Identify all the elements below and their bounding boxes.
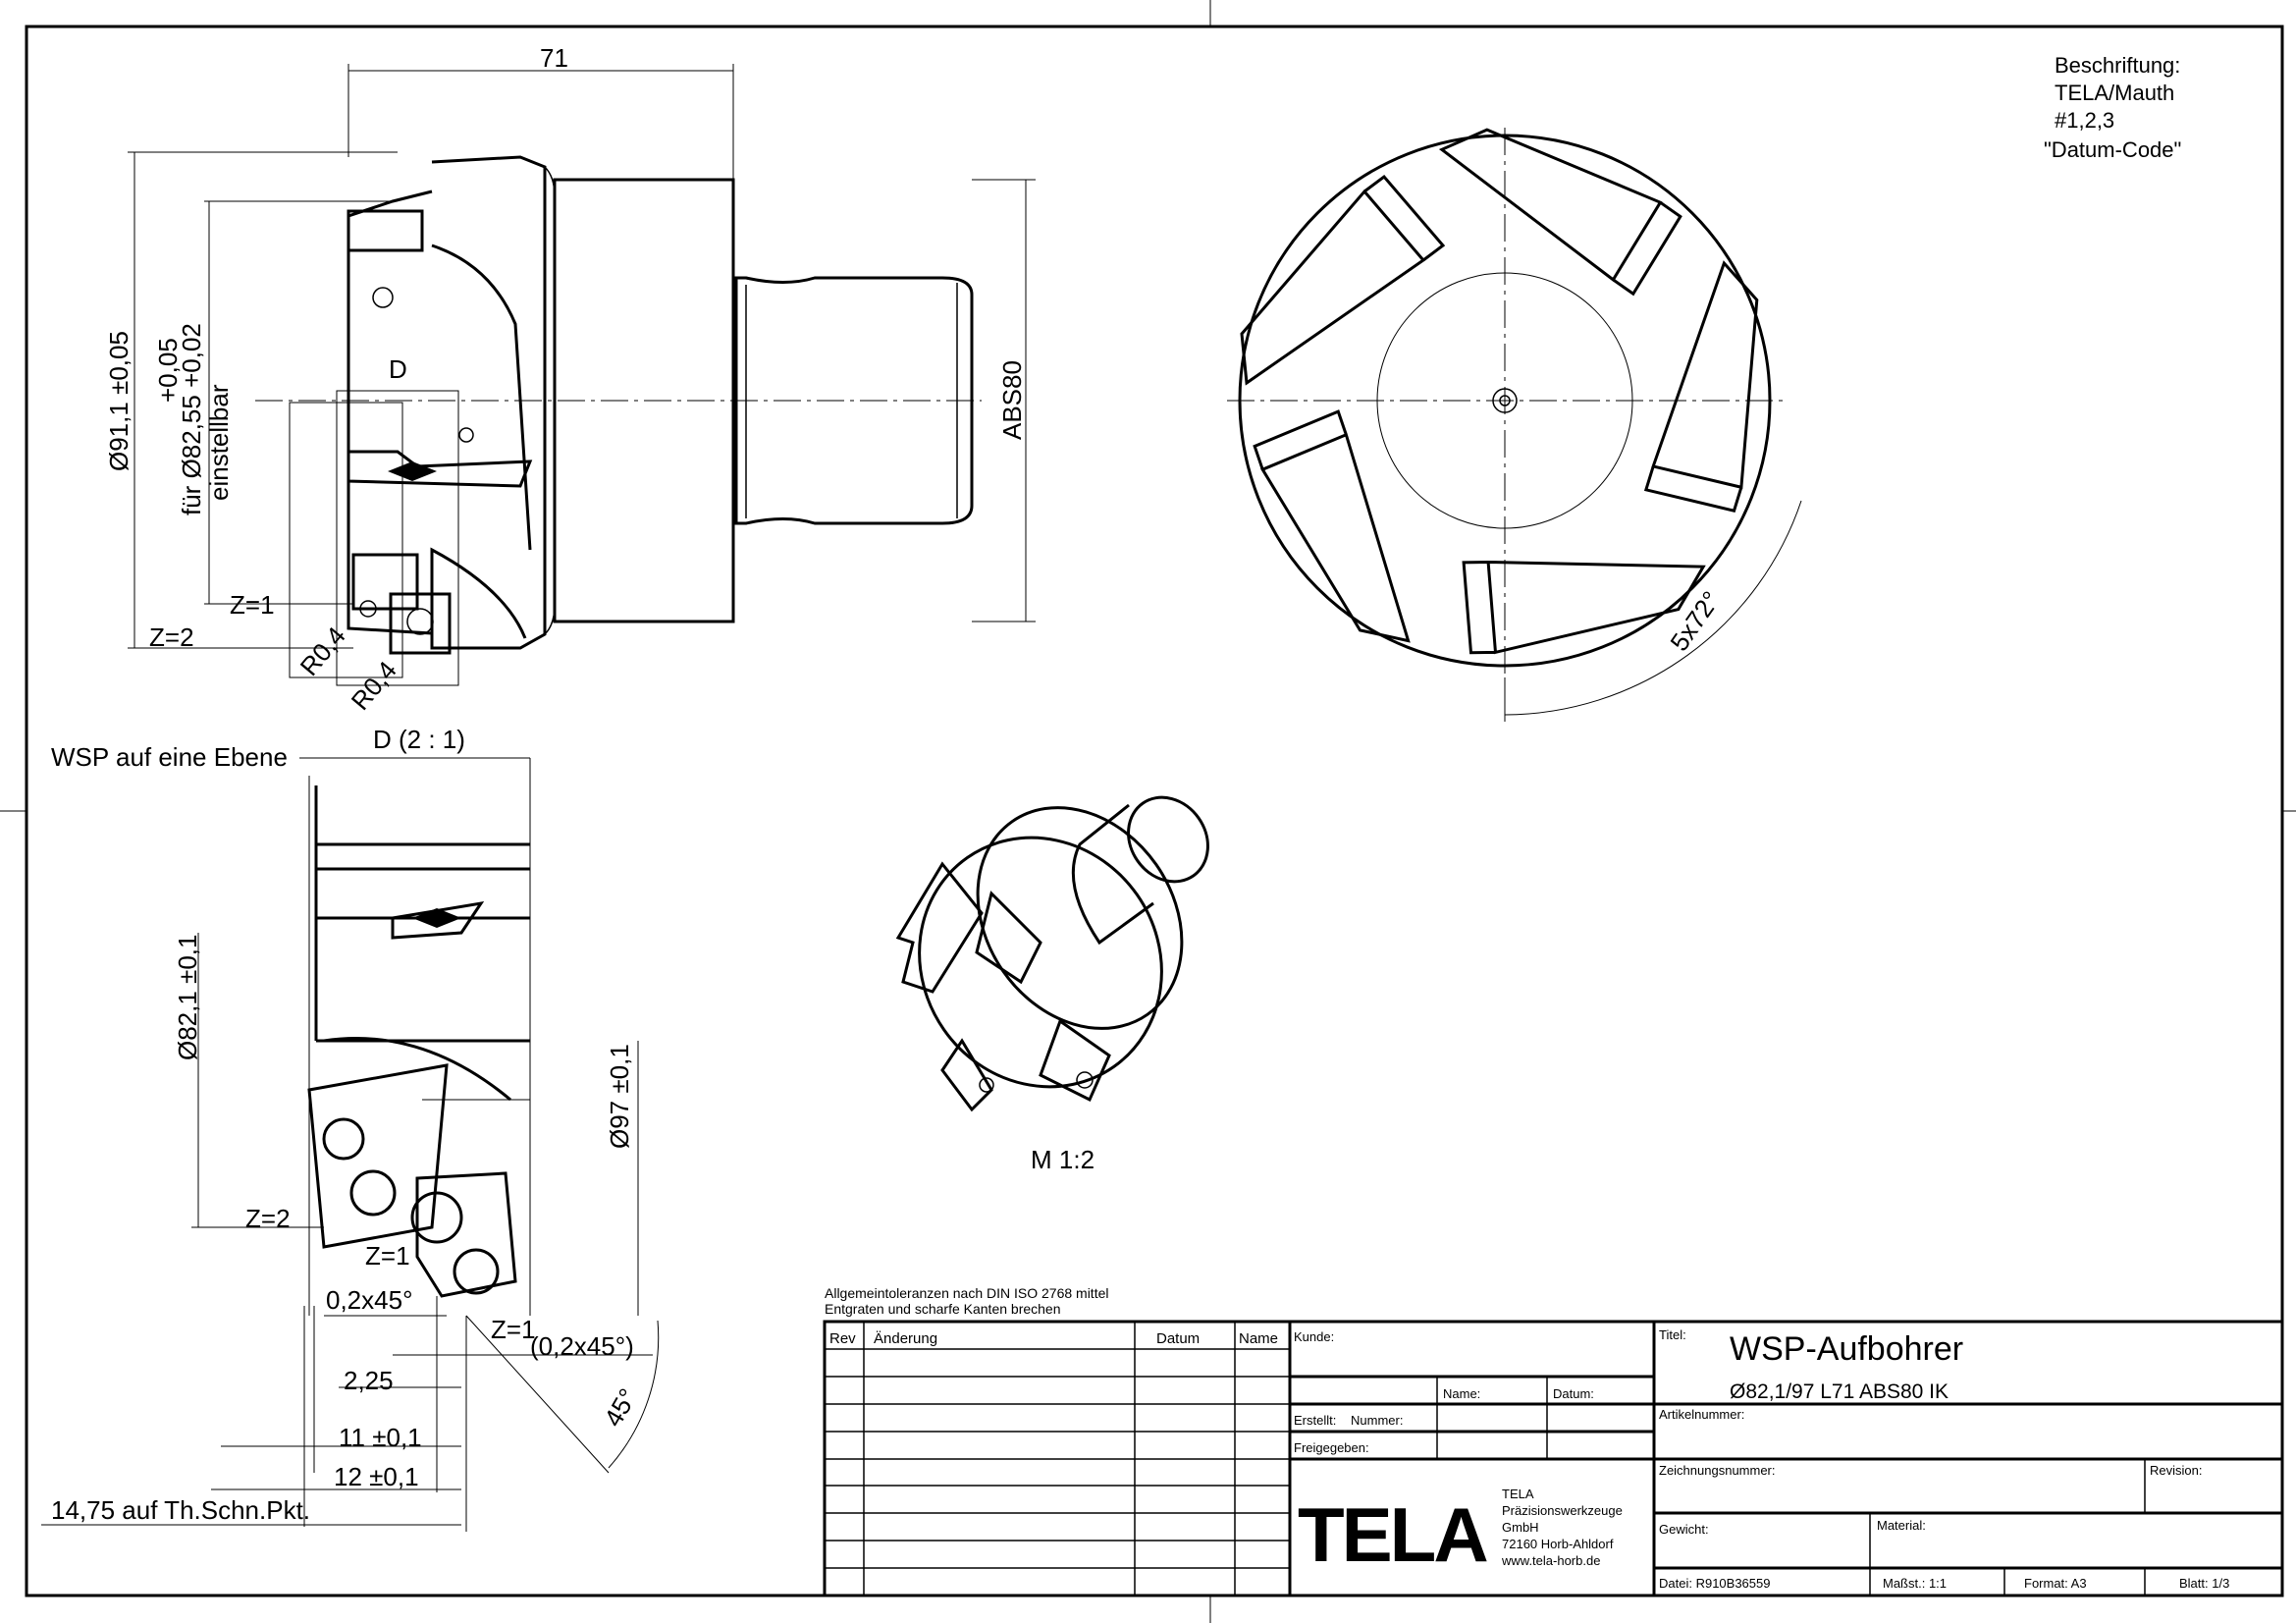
dim-chamfer-ref: (0,2x45°) — [530, 1331, 634, 1361]
screw — [406, 608, 434, 635]
dim-angle-45: 45° — [598, 1383, 643, 1432]
dim-chamfer: 0,2x45° — [326, 1285, 412, 1315]
dim-dia-detail-1: Ø82,1 ±0,1 — [173, 935, 202, 1060]
company-line: 72160 Horb-Ahldorf — [1502, 1537, 1614, 1551]
weight-label: Gewicht: — [1659, 1522, 1709, 1537]
label-z1: Z=1 — [365, 1241, 410, 1271]
company-line: GmbH — [1502, 1520, 1539, 1535]
dim-radius: R0,4 — [294, 622, 351, 681]
created-label: Erstellt: — [1294, 1413, 1336, 1428]
number-label: Nummer: — [1351, 1413, 1403, 1428]
drawing-subtitle: Ø82,1/97 L71 ABS80 IK — [1730, 1380, 1949, 1403]
wsp-note: WSP auf eine Ebene — [51, 742, 288, 772]
paper-format: Format: A3 — [2024, 1576, 2087, 1591]
center-hole — [1499, 395, 1511, 406]
marking-line: "Datum-Code" — [2044, 137, 2181, 162]
general-tolerance-note: Allgemeintoleranzen nach DIN ISO 2768 mi… — [825, 1285, 1108, 1301]
dim-2-25: 2,25 — [344, 1366, 394, 1395]
front-view: 5x72° — [1227, 128, 1802, 722]
insert-pocket — [1240, 174, 1446, 386]
insert-pocket — [1462, 560, 1706, 655]
detail-title: D (2 : 1) — [373, 725, 465, 754]
material-label: Material: — [1877, 1518, 1926, 1533]
col-name: Name — [1239, 1330, 1278, 1347]
marking-line: #1,2,3 — [2055, 108, 2114, 133]
center-hole — [1492, 388, 1518, 413]
deburr-note: Entgraten und scharfe Kanten brechen — [825, 1301, 1061, 1317]
head-body — [430, 155, 547, 650]
scale: Maßst.: 1:1 — [1883, 1576, 1947, 1591]
date-label: Datum: — [1553, 1386, 1594, 1401]
marking-line: TELA/Mauth — [2055, 81, 2174, 105]
label-z2: Z=2 — [149, 622, 194, 652]
detail-d-frame — [336, 390, 459, 686]
dim-dia-detail-2: Ø97 ±0,1 — [605, 1044, 634, 1149]
title-block: Rev Änderung Datum Name Kunde: Name: Dat… — [823, 1320, 2284, 1597]
dim-pitch-angle: 5x72° — [1664, 586, 1726, 657]
file-name: Datei: R910B36559 — [1659, 1576, 1770, 1591]
detail-marker: D — [389, 354, 407, 384]
dim-14-75: 14,75 auf Th.Schn.Pkt. — [51, 1495, 310, 1525]
coolant-hole — [458, 427, 474, 443]
side-view: D 71 ABS80 Ø91,1 ±0,05 +0,05 für Ø82,55 … — [104, 43, 1036, 716]
label-z2: Z=2 — [245, 1204, 291, 1233]
released-label: Freigegeben: — [1294, 1440, 1369, 1455]
dim-adjust-note: einstellbar — [204, 384, 234, 501]
cutting-insert — [388, 461, 437, 481]
dim-12: 12 ±0,1 — [334, 1462, 419, 1491]
customer-label: Kunde: — [1294, 1329, 1334, 1344]
dim-dia-adjust: für Ø82,55 +0,02 — [177, 323, 206, 515]
angle-dimension-arc — [1504, 500, 1802, 716]
company-line: TELA — [1502, 1487, 1534, 1501]
insert-seat — [347, 209, 424, 252]
insert-pocket — [347, 450, 533, 488]
name-label: Name: — [1443, 1386, 1480, 1401]
dim-dia-adjust-tolerance: +0,05 — [153, 338, 183, 403]
col-rev: Rev — [829, 1330, 856, 1347]
isometric-view: M 1:2 — [895, 795, 1209, 1174]
view-scale-label: M 1:2 — [1031, 1145, 1095, 1174]
insert-z2 — [389, 592, 452, 655]
label-z1: Z=1 — [230, 590, 275, 620]
tela-logo: TELA — [1298, 1491, 1487, 1578]
insert-pocket — [1438, 128, 1682, 297]
drawing-number-label: Zeichnungsnummer: — [1659, 1463, 1776, 1478]
dim-length: 71 — [540, 43, 568, 73]
shank-abs80 — [734, 276, 974, 525]
revision-label: Revision: — [2150, 1463, 2202, 1478]
dim-shank: ABS80 — [997, 360, 1027, 440]
drawing-title: WSP-Aufbohrer — [1730, 1330, 1963, 1368]
insert-z1 — [351, 553, 419, 611]
company-line: www.tela-horb.de — [1501, 1553, 1600, 1568]
col-change: Änderung — [874, 1330, 937, 1347]
screw — [359, 600, 377, 618]
label-z1: Z=1 — [491, 1315, 536, 1344]
article-number-label: Artikelnummer: — [1659, 1407, 1744, 1422]
sheet-number: Blatt: 1/3 — [2179, 1576, 2229, 1591]
title-label: Titel: — [1659, 1327, 1686, 1342]
col-date: Datum — [1156, 1330, 1200, 1347]
coolant-hole — [372, 287, 394, 308]
insert-pocket — [1253, 409, 1411, 643]
detail-view-d: D (2 : 1) WSP auf eine Ebene Ø82,1 ±0,1 … — [41, 725, 660, 1532]
inner-bore — [1376, 272, 1633, 529]
dim-dia-outer: Ø91,1 ±0,05 — [104, 331, 133, 471]
head-front — [347, 189, 433, 635]
flange-fillet — [544, 166, 556, 635]
insert-pocket — [1643, 260, 1759, 513]
detail-d-frame — [289, 402, 403, 678]
dim-11: 11 ±0,1 — [339, 1423, 422, 1452]
company-line: Präzisionswerkzeuge — [1502, 1503, 1623, 1518]
marking-note: Beschriftung: TELA/Mauth #1,2,3 "Datum-C… — [2044, 53, 2181, 162]
marking-title: Beschriftung: — [2055, 53, 2180, 78]
